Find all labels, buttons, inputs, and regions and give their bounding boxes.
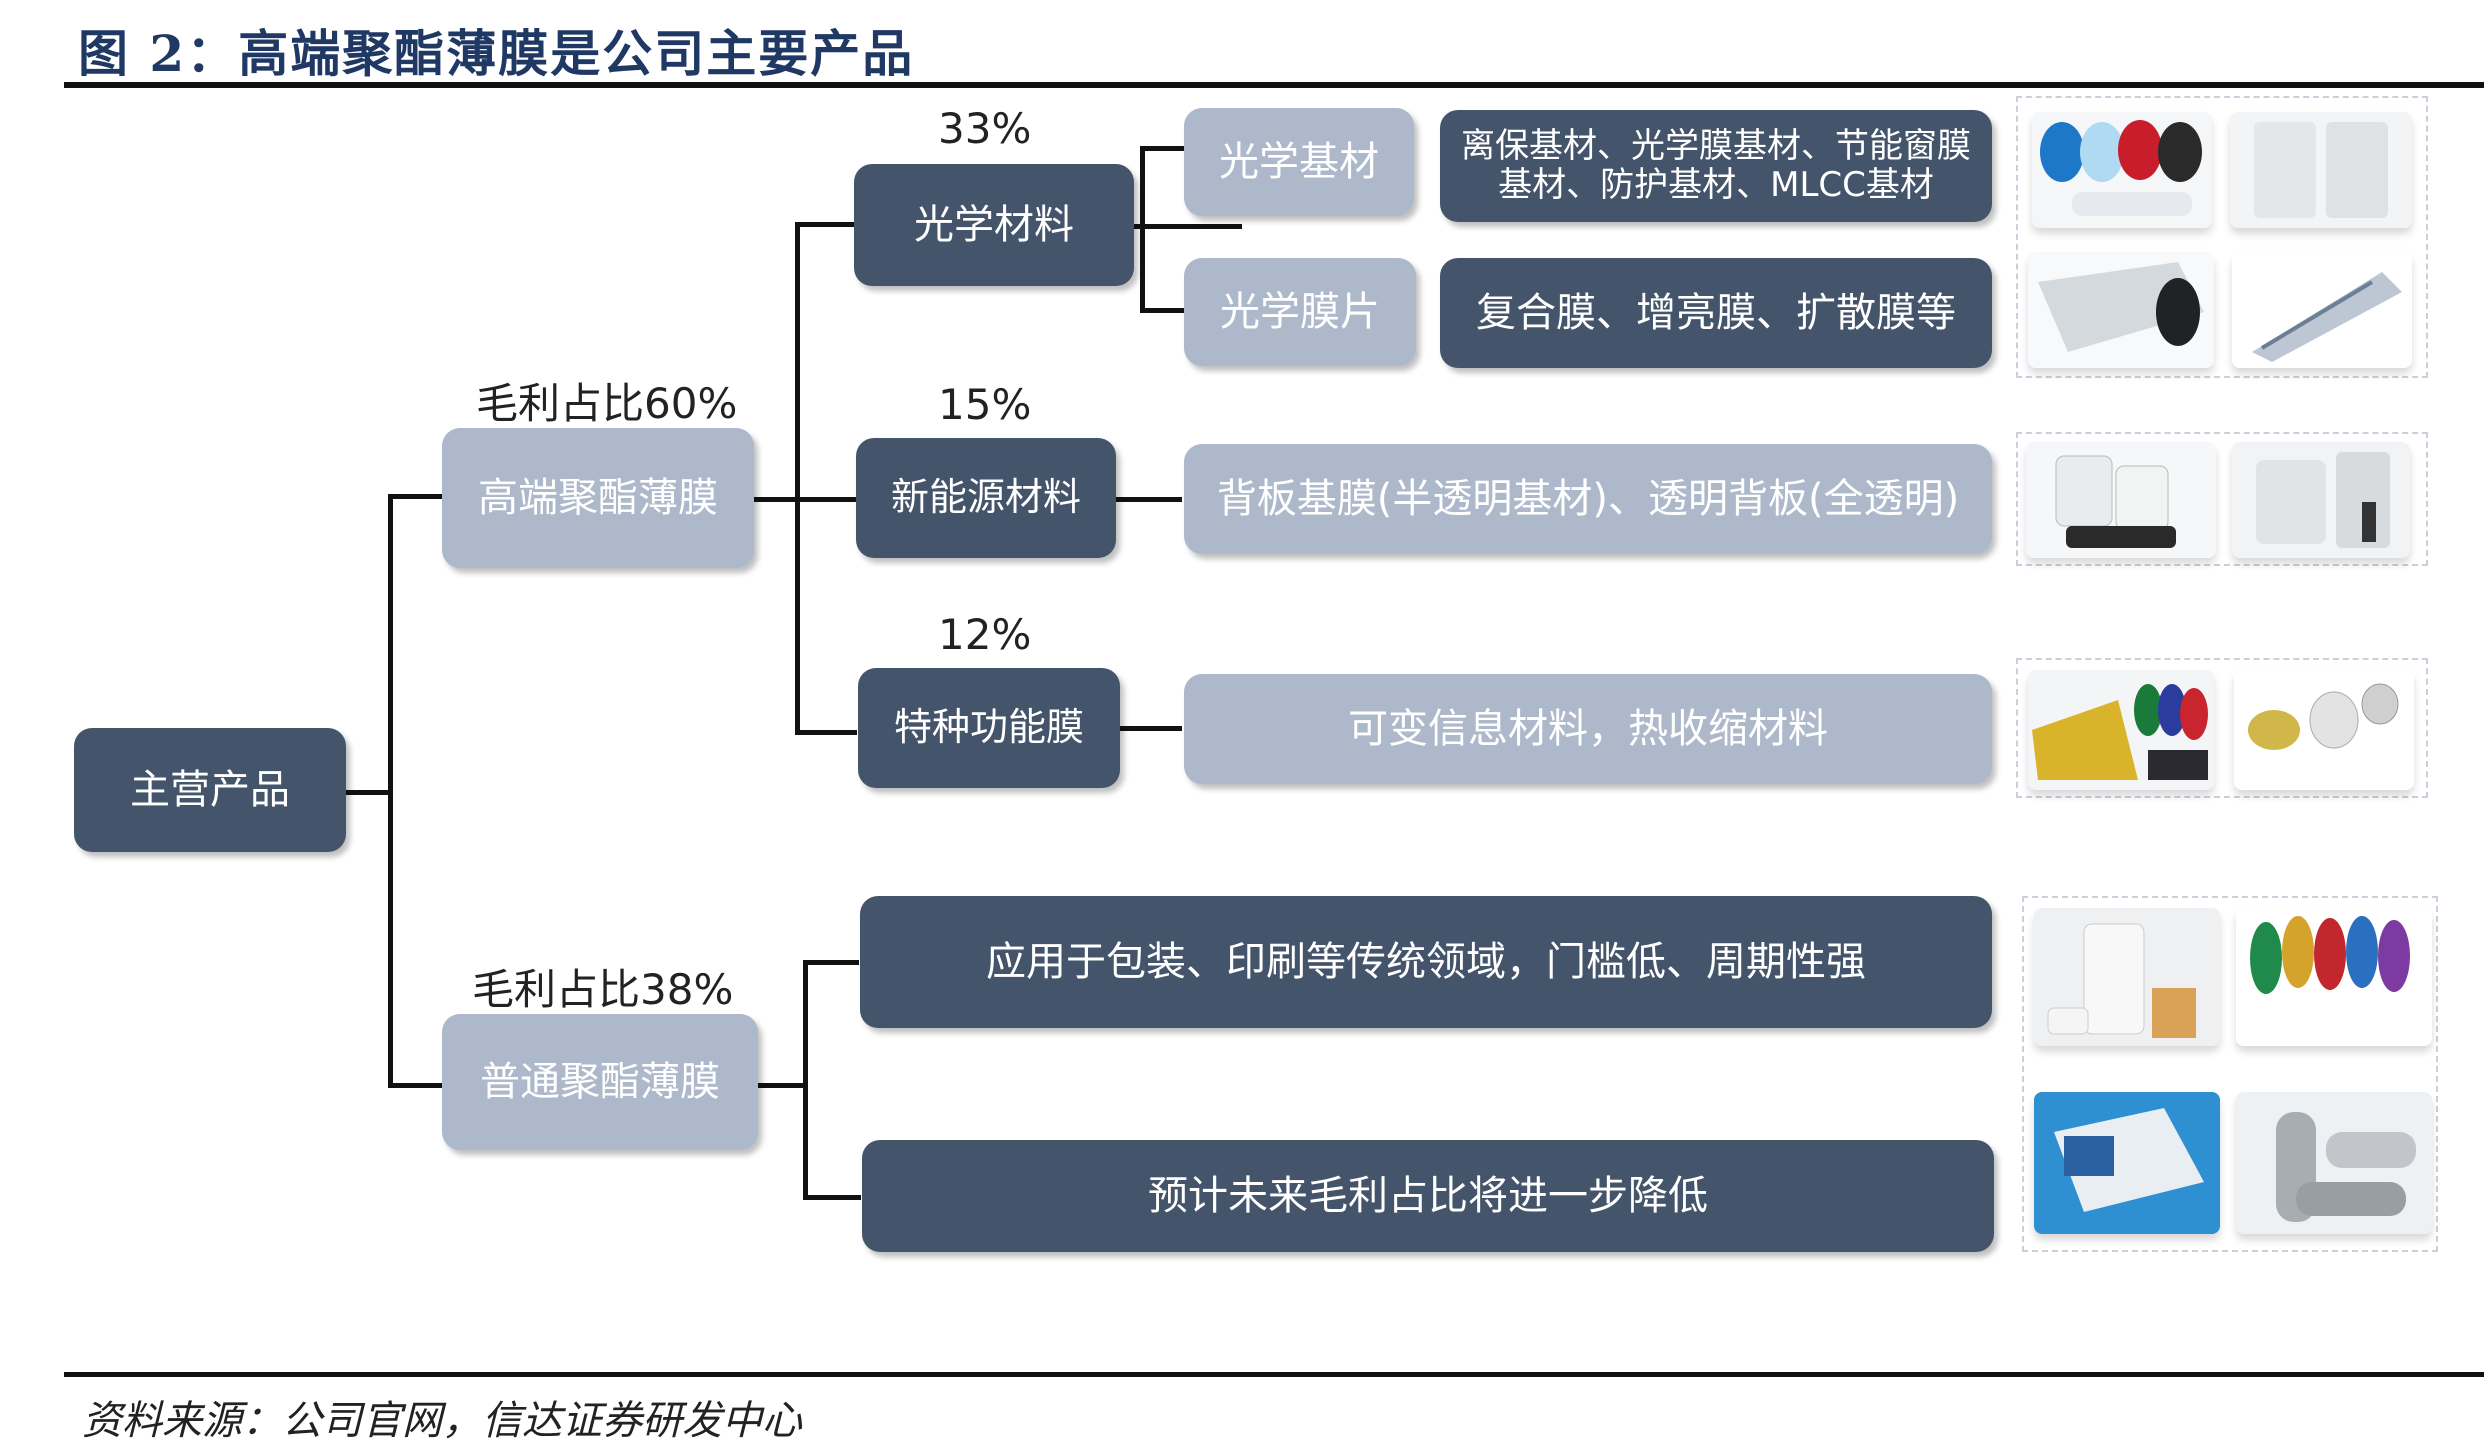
source-note: 资料来源：公司官网，信达证券研发中心: [82, 1398, 802, 1444]
optical-pct: 33%: [938, 104, 1032, 153]
film-roll-white-photo: [2230, 112, 2412, 228]
high-end-share: 毛利占比60%: [476, 379, 738, 428]
ordinary-outlook-desc: 预计未来毛利占比将进一步降低: [862, 1140, 1994, 1252]
ordinary-share: 毛利占比38%: [472, 965, 734, 1014]
title-rule: [64, 82, 2484, 88]
new-energy-material-node: 新能源材料: [856, 438, 1116, 558]
color-foil-photo: [2028, 670, 2214, 790]
film-sheet-photo: [2232, 252, 2412, 368]
packaging-film-photo: [2034, 908, 2220, 1046]
transparent-backsheet-photo: [2232, 442, 2410, 558]
special-film-node: 特种功能膜: [858, 668, 1120, 788]
optical-film-sheet-desc: 复合膜、增亮膜、扩散膜等: [1440, 258, 1992, 368]
new-energy-photo-panel: [2016, 432, 2428, 566]
ordinary-photo-panel: [2022, 896, 2438, 1252]
metallic-film-rolls-photo: [2236, 908, 2432, 1046]
optical-photo-panel: [2016, 96, 2428, 378]
film-rolls-photo: [2032, 112, 2212, 228]
footer-rule: [64, 1372, 2484, 1377]
clear-film-roll-photo: [2028, 252, 2214, 368]
high-end-film-node: 高端聚酯薄膜: [442, 428, 754, 568]
aluminized-film-photo: [2236, 1092, 2432, 1234]
backsheet-roll-photo: [2026, 442, 2216, 558]
laminating-film-photo: [2034, 1092, 2220, 1234]
optical-substrate-desc: 离保基材、光学膜基材、节能窗膜基材、防护基材、MLCC基材: [1440, 110, 1992, 222]
optical-material-node: 光学材料: [854, 164, 1134, 286]
special-film-photo-panel: [2016, 658, 2428, 798]
new-energy-desc: 背板基膜(半透明基材)、透明背板(全透明): [1184, 444, 1992, 554]
ordinary-application-desc: 应用于包装、印刷等传统领域，门槛低、周期性强: [860, 896, 1992, 1028]
shrink-film-photo: [2234, 670, 2414, 790]
optical-substrate-node: 光学基材: [1184, 108, 1414, 216]
optical-film-sheet-node: 光学膜片: [1184, 258, 1416, 366]
new-energy-pct: 15%: [938, 380, 1032, 429]
figure-title: 图 2：高端聚酯薄膜是公司主要产品: [78, 24, 915, 83]
special-film-desc: 可变信息材料，热收缩材料: [1184, 674, 1992, 784]
special-pct: 12%: [938, 610, 1032, 659]
root-node: 主营产品: [74, 728, 346, 852]
ordinary-film-node: 普通聚酯薄膜: [442, 1014, 758, 1150]
